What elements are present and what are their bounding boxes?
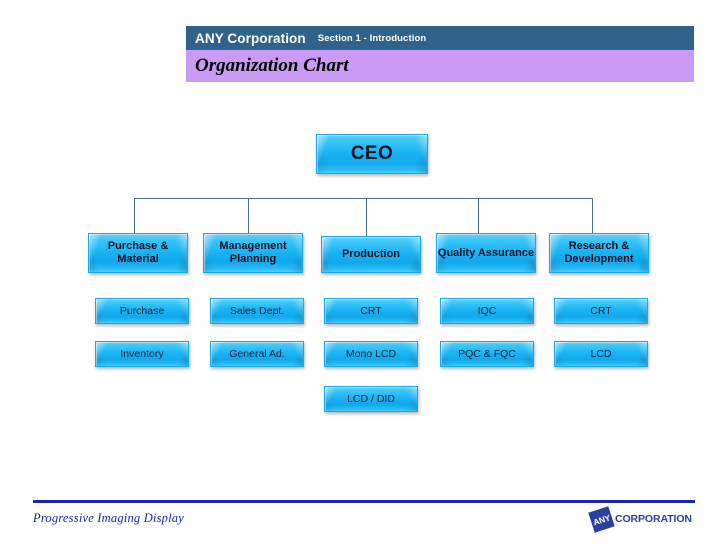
org-node-ceo[interactable]: CEO	[316, 134, 428, 174]
org-node-label: Production	[341, 248, 401, 261]
org-node-label: CRT	[590, 304, 612, 317]
org-node-mono-lcd[interactable]: Mono LCD	[324, 341, 418, 367]
logo-wordmark: CORPORATION	[615, 513, 692, 525]
connector-vertical-quality	[478, 198, 479, 234]
org-node-label: CRT	[360, 304, 382, 317]
org-node-label: Purchase & Material	[107, 240, 169, 265]
footer-tagline: Progressive Imaging Display	[33, 511, 184, 525]
org-node-label: Sales Dept.	[229, 304, 285, 317]
org-node-lcd-did[interactable]: LCD / DID	[324, 386, 418, 412]
org-node-purchase[interactable]: Purchase	[95, 298, 189, 324]
connector-horizontal-bus	[134, 198, 593, 199]
logo-mark-text: ANY	[591, 511, 612, 527]
org-node-label: LCD	[590, 347, 612, 360]
org-node-label: Management Planning	[219, 240, 287, 265]
org-node-label: CEO	[350, 142, 394, 164]
org-node-research-development[interactable]: Research & Development	[549, 233, 649, 273]
header-title-band: Organization Chart	[186, 50, 694, 82]
org-node-label: Quality Assurance	[437, 246, 535, 259]
org-node-rd-lcd[interactable]: LCD	[554, 341, 648, 367]
logo-diamond-icon: ANY	[588, 505, 615, 533]
page-title: Organization Chart	[195, 55, 349, 76]
footer-divider	[33, 500, 695, 503]
org-node-label: PQC & FQC	[458, 347, 516, 360]
header-section-label: Section 1 - Introduction	[317, 32, 427, 44]
org-node-inventory[interactable]: Inventory	[95, 341, 189, 367]
org-node-label: Inventory	[120, 347, 164, 360]
org-node-label: Mono LCD	[345, 347, 397, 360]
company-logo: ANY CORPORATION	[588, 505, 695, 533]
org-node-label: Purchase	[119, 304, 165, 317]
org-node-production-crt[interactable]: CRT	[324, 298, 418, 324]
connector-vertical-management	[248, 198, 249, 234]
org-node-general-ad[interactable]: General Ad.	[210, 341, 304, 367]
org-node-quality-assurance[interactable]: Quality Assurance	[436, 233, 536, 273]
org-node-pqc-fqc[interactable]: PQC & FQC	[440, 341, 534, 367]
org-node-rd-crt[interactable]: CRT	[554, 298, 648, 324]
org-node-management-planning[interactable]: Management Planning	[203, 233, 303, 273]
org-node-label: IQC	[477, 304, 497, 317]
header-corporation-name: ANY Corporation	[195, 30, 306, 46]
connector-vertical-research	[592, 198, 593, 234]
org-node-sales-dept[interactable]: Sales Dept.	[210, 298, 304, 324]
org-node-purchase-material[interactable]: Purchase & Material	[88, 233, 188, 273]
org-node-production[interactable]: Production	[321, 236, 421, 273]
org-node-label: Research & Development	[564, 240, 634, 265]
org-node-iqc[interactable]: IQC	[440, 298, 534, 324]
org-node-label: General Ad.	[229, 347, 285, 360]
connector-vertical-production	[366, 198, 367, 236]
connector-vertical-purchase	[134, 198, 135, 234]
header-bar: ANY Corporation Section 1 - Introduction	[186, 26, 694, 50]
org-node-label: LCD / DID	[347, 392, 395, 405]
